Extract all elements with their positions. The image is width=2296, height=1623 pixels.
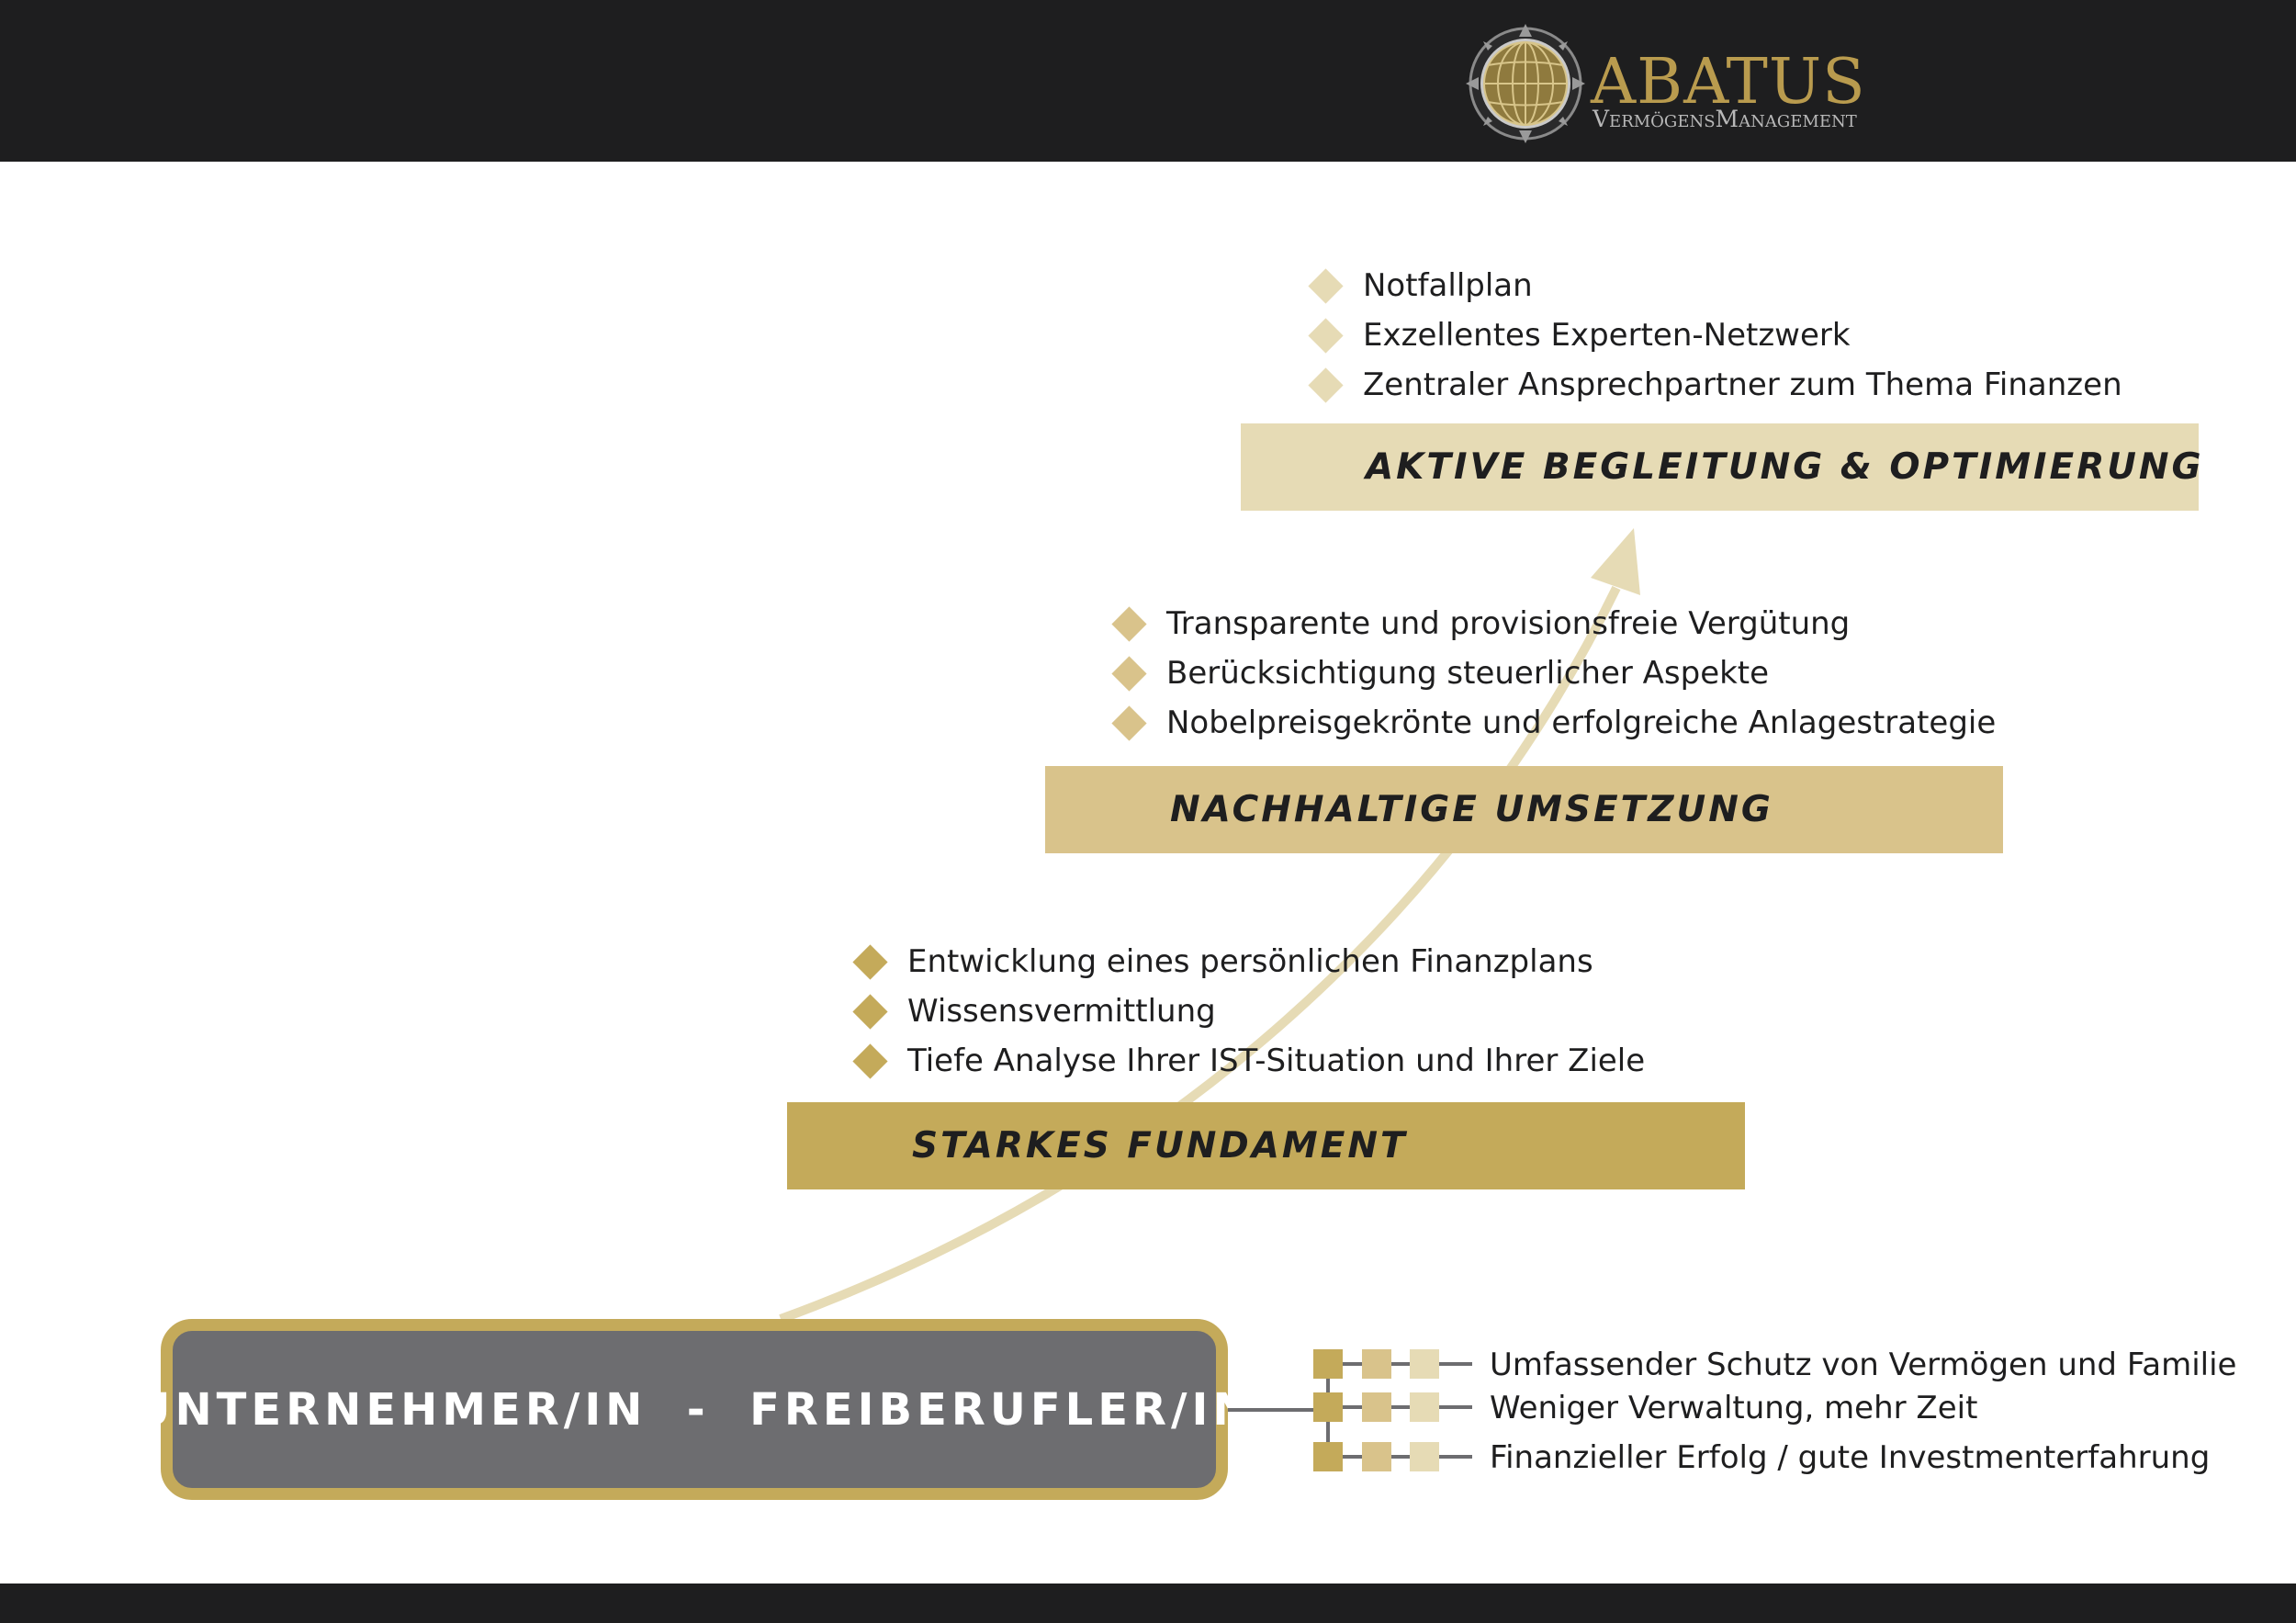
connector-line <box>1439 1362 1472 1366</box>
connector-line <box>1228 1408 1313 1412</box>
square-icon <box>1313 1392 1343 1422</box>
list-item-text: Transparente und provisionsfreie Vergütu… <box>1166 605 1851 642</box>
level-bar-starkes-fundament: STARKES FUNDAMENT <box>787 1102 1745 1189</box>
arrow-head-icon <box>1591 528 1640 595</box>
list-item-text: Berücksichtigung steuerlicher Aspekte <box>1166 655 1770 692</box>
connector-line <box>1439 1455 1472 1459</box>
connector-line <box>1343 1405 1362 1409</box>
square-icon <box>1362 1442 1391 1471</box>
square-icon <box>1410 1349 1439 1379</box>
connector-line <box>1343 1455 1362 1459</box>
list-item-text: Zentraler Ansprechpartner zum Thema Fina… <box>1363 366 2122 403</box>
level-title: NACHHALTIGE UMSETZUNG <box>1170 789 1773 830</box>
brand-subtitle: VermögensManagement <box>1593 106 1857 132</box>
square-icon <box>1313 1349 1343 1379</box>
level-title: AKTIVE BEGLEITUNG & OPTIMIERUNG <box>1366 446 2204 488</box>
square-icon <box>1362 1349 1391 1379</box>
benefit-text: Umfassender Schutz von Vermögen und Fami… <box>1490 1347 2237 1383</box>
connector-line <box>1391 1405 1410 1409</box>
square-icon <box>1410 1392 1439 1422</box>
target-group-label: UNTERNEHMER/IN - FREIBERUFLER/IN <box>134 1383 1255 1436</box>
connector-line <box>1391 1362 1410 1366</box>
list-item-text: Notfallplan <box>1363 267 1533 304</box>
level-title: STARKES FUNDAMENT <box>912 1125 1408 1167</box>
connector-line <box>1391 1455 1410 1459</box>
list-item-text: Nobelpreisgekrönte und erfolgreiche Anla… <box>1166 704 1997 741</box>
list-item-text: Wissensvermittlung <box>907 993 1216 1030</box>
level-bar-aktive-begleitung: AKTIVE BEGLEITUNG & OPTIMIERUNG <box>1241 423 2201 511</box>
globe-compass-icon <box>1466 24 1585 143</box>
list-item-text: Tiefe Analyse Ihrer IST-Situation und Ih… <box>907 1043 1646 1079</box>
connector-line <box>1439 1405 1472 1409</box>
benefit-row: Finanzieller Erfolg / gute Investmenterf… <box>1228 1433 2238 1482</box>
list-item-text: Entwicklung eines persönlichen Finanzpla… <box>907 943 1593 980</box>
square-icon <box>1410 1442 1439 1471</box>
brand-name: ABATUS <box>1591 46 1866 118</box>
connector-line <box>1343 1362 1362 1366</box>
square-icon <box>1313 1442 1343 1471</box>
benefit-text: Finanzieller Erfolg / gute Investmenterf… <box>1490 1439 2211 1476</box>
square-icon <box>1362 1392 1391 1422</box>
level-bar-nachhaltige-umsetzung: NACHHALTIGE UMSETZUNG <box>1045 766 2003 853</box>
target-group-box: UNTERNEHMER/IN - FREIBERUFLER/IN <box>134 1319 1255 1500</box>
benefits-connector: Umfassender Schutz von Vermögen und Fami… <box>1228 1332 2238 1488</box>
list-item-text: Exzellentes Experten-Netzwerk <box>1363 317 1851 354</box>
benefit-row: Umfassender Schutz von Vermögen und Fami… <box>1228 1340 2238 1390</box>
benefit-text: Weniger Verwaltung, mehr Zeit <box>1490 1390 1978 1426</box>
header-bar <box>0 0 2296 162</box>
footer-bar <box>0 1584 2296 1623</box>
abatus-logo: ABATUS VermögensManagement <box>1466 24 1870 147</box>
benefit-row: Weniger Verwaltung, mehr Zeit <box>1228 1383 2238 1433</box>
